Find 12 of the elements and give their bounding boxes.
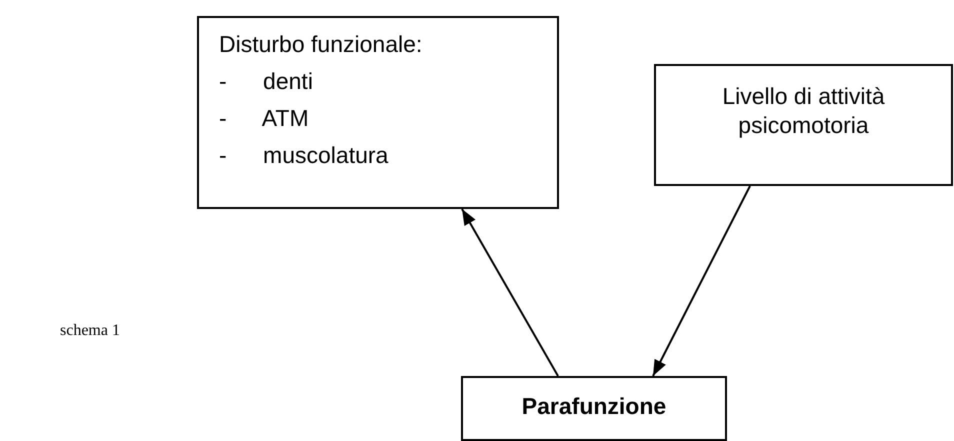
text-box <box>654 64 953 186</box>
box-text: Livello di attività psicomotoria <box>721 82 886 140</box>
text-box <box>197 16 559 209</box>
list-item: - denti <box>219 67 313 96</box>
heading-text: Disturbo funzionale: <box>219 30 422 59</box>
text-box <box>461 376 727 441</box>
caption-text: schema 1 <box>60 321 120 341</box>
box-title: Parafunzione <box>520 392 668 421</box>
list-item: - ATM <box>219 104 309 133</box>
arrow <box>652 186 751 376</box>
arrow <box>461 208 559 376</box>
list-item: - muscolatura <box>219 141 388 170</box>
